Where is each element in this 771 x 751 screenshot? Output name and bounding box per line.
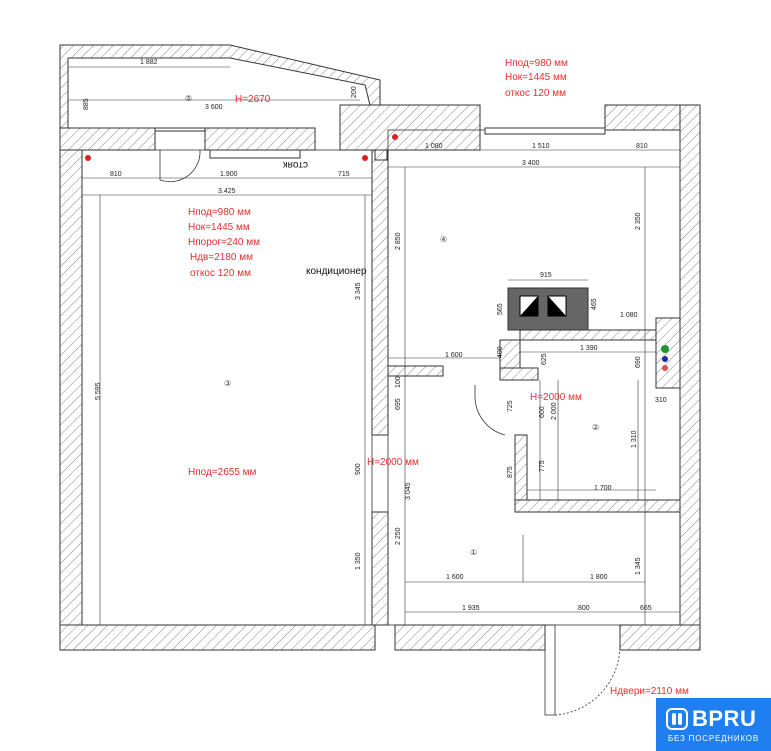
walls — [59, 44, 701, 651]
dim-r4-6: 1 080 — [620, 312, 638, 319]
dim-r4-top-1: 1 080 — [425, 143, 443, 150]
dim-balcony-3: 885 — [83, 98, 90, 110]
dim-balcony-1: 1 882 — [140, 59, 158, 66]
doors — [159, 149, 621, 716]
room-number-4: ④ — [440, 235, 447, 244]
dim-r3-side-1: 5 595 — [95, 382, 102, 400]
dim-r4-5: 465 — [591, 298, 598, 310]
windows — [154, 127, 606, 159]
r2-door-height: H=2000 мм — [530, 392, 582, 403]
dim-r3-top-3: 715 — [338, 171, 350, 178]
dim-r2-2: 600 — [539, 406, 546, 418]
dim-hall-7: 800 — [578, 605, 590, 612]
dim-hall-4: 1 800 — [590, 574, 608, 581]
dim-r4-2: 2 350 — [635, 212, 642, 230]
r3-note-2: Hок=1445 мм — [188, 222, 250, 233]
dim-r3-top-1: 810 — [110, 171, 122, 178]
dim-balcony-4: 200 — [351, 86, 358, 98]
r3-note-1: Hпод=980 мм — [188, 207, 251, 218]
dim-r4-1: 2 850 — [395, 232, 402, 250]
room-number-3: ③ — [224, 379, 231, 388]
dim-r2-1: 725 — [507, 400, 514, 412]
dim-r4-8: 400 — [497, 346, 504, 358]
dim-r4-12: 100 — [395, 376, 402, 388]
riser-label: стояк — [283, 159, 308, 170]
dim-r2-5: 875 — [507, 466, 514, 478]
room-number-1: ① — [470, 548, 477, 557]
dim-balcony-2: 3 600 — [205, 104, 223, 111]
dim-r4-top-3: 810 — [636, 143, 648, 150]
dim-r3-side-2: 3 345 — [355, 282, 362, 300]
dim-r2-4: 1 310 — [631, 430, 638, 448]
top-window-note-1: Hпод=980 мм — [505, 58, 568, 69]
r3-sill: Hпод=2655 мм — [188, 467, 257, 478]
dim-hall-2: 2 250 — [395, 527, 402, 545]
dim-r4-14: 310 — [655, 397, 667, 404]
dim-r2-3: 2 000 — [551, 402, 558, 420]
dim-r4-9: 1 390 — [580, 345, 598, 352]
dim-r4-10: 625 — [541, 353, 548, 365]
room-number-balcony: ⑤ — [185, 94, 192, 103]
dim-r2-7: 1 700 — [594, 485, 612, 492]
r3-note-5: откос 120 мм — [190, 268, 251, 279]
dim-r2-6: 775 — [539, 460, 546, 472]
logo-tagline: БЕЗ ПОСРЕДНИКОВ — [668, 734, 759, 743]
dim-r3-side-3: 900 — [355, 463, 362, 475]
dim-hall-5: 1 345 — [635, 557, 642, 575]
bpru-logo: BPRU БЕЗ ПОСРЕДНИКОВ — [656, 698, 771, 751]
dim-r4-top-4: 3 400 — [522, 160, 540, 167]
vent-shafts — [519, 295, 567, 317]
dim-hall-6: 1 935 — [462, 605, 480, 612]
dim-r3-top-4: 3.425 — [218, 188, 236, 195]
dim-hall-1: 3 045 — [405, 482, 412, 500]
dim-hall-8: 665 — [640, 605, 652, 612]
pipe-markers — [661, 345, 669, 371]
r3-note-3: Hпорог=240 мм — [188, 237, 260, 248]
top-window-note-3: откос 120 мм — [505, 88, 566, 99]
dim-r4-top-2: 1 510 — [532, 143, 550, 150]
dim-r4-3: 915 — [540, 272, 552, 279]
dim-r3-side-4: 1 350 — [355, 552, 362, 570]
dimension-lines — [68, 66, 680, 625]
logo-name: BPRU — [692, 706, 757, 731]
r4-door-height: H=2000 мм — [367, 457, 419, 468]
entry-door-height: Hдвери=2110 мм — [610, 686, 689, 697]
dim-r3-top-2: 1.900 — [220, 171, 238, 178]
dim-hall-3: 1 600 — [446, 574, 464, 581]
dim-r4-7: 1 600 — [445, 352, 463, 359]
top-window-note-2: Hок=1445 мм — [505, 72, 567, 83]
red-dots — [85, 134, 398, 161]
ac-label: кондиционер — [306, 266, 367, 277]
dim-r4-13: 695 — [395, 398, 402, 410]
dim-r4-4: 565 — [497, 303, 504, 315]
balcony-height: H=2670 — [235, 94, 271, 105]
room-number-2: ② — [592, 423, 599, 432]
bpru-logo-icon — [666, 708, 688, 730]
dim-r4-11: 690 — [635, 356, 642, 368]
r3-note-4: Hдв=2180 мм — [190, 252, 253, 263]
